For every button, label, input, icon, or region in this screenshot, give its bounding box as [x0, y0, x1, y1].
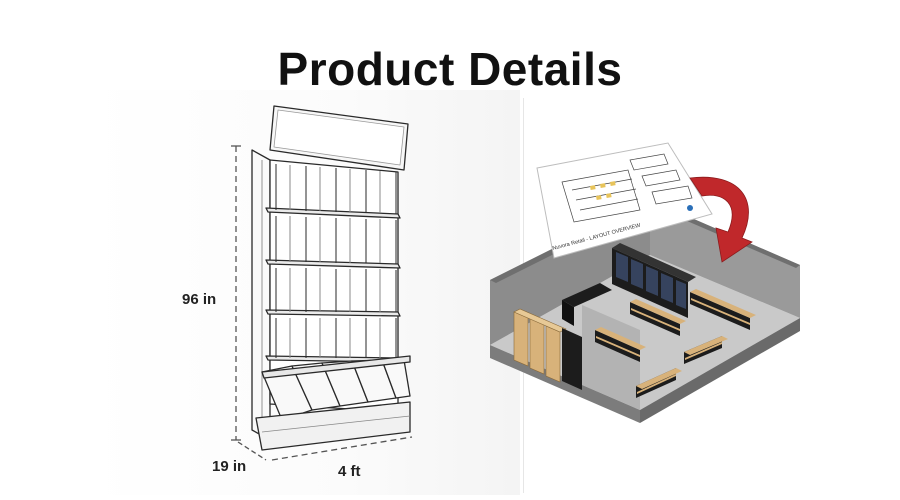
- isometric-store-room: [490, 200, 800, 423]
- curved-arrow-icon: [689, 176, 753, 263]
- wood-wall-shelves: [513, 308, 567, 383]
- cooler-row: [612, 243, 696, 318]
- width-label: 4 ft: [338, 463, 361, 480]
- width-dimension-line: [271, 436, 413, 461]
- gondola-fixtures: [595, 289, 756, 398]
- bottom-bins: [261, 355, 411, 421]
- base-plinth: [255, 401, 411, 451]
- page-title: Product Details: [277, 43, 623, 95]
- height-label: 96 in: [182, 291, 217, 308]
- depth-label: 19 in: [212, 458, 247, 475]
- depth-dimension-line: [237, 441, 267, 461]
